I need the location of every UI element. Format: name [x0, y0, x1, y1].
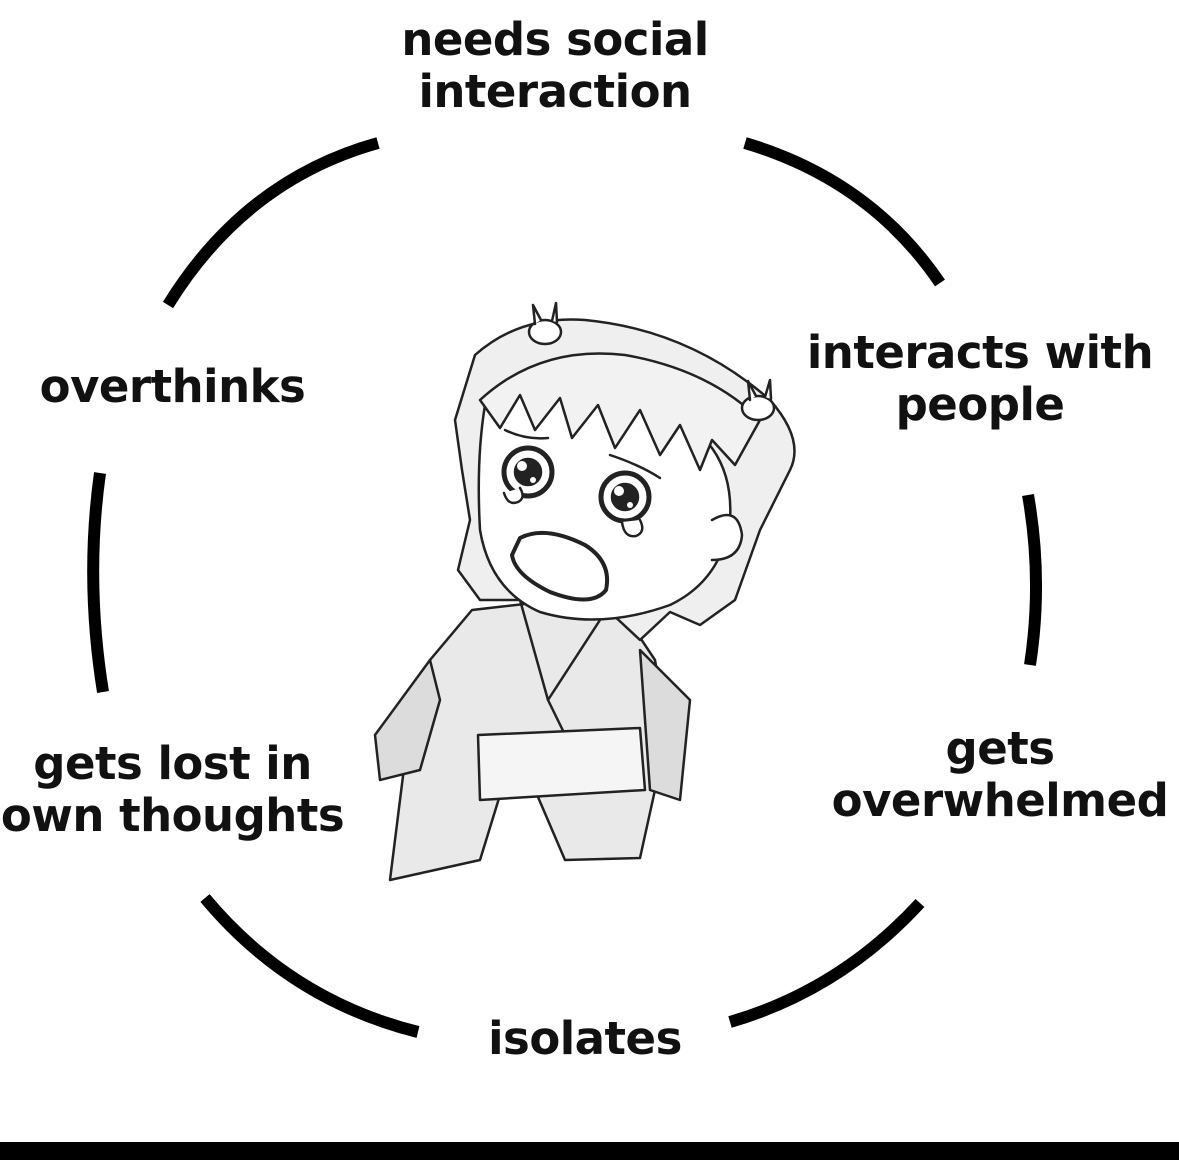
cycle-arcs: [87, 137, 1042, 1038]
step-gets-lost-in-own-thoughts: gets lost in own thoughts: [0, 737, 345, 842]
step-isolates: isolates: [488, 1012, 682, 1065]
bangs: [478, 352, 762, 472]
ear: [710, 513, 744, 562]
right-brow: [608, 453, 662, 480]
arc-top-left: [162, 137, 380, 309]
left-sleeve: [373, 658, 442, 782]
left-brow: [503, 428, 550, 440]
crying-anime-girl-illustration: [373, 301, 796, 882]
step-needs-social-interaction: needs social interaction: [401, 13, 709, 118]
left-eye: [501, 445, 555, 505]
right-eye: [598, 470, 652, 538]
step-gets-overwhelmed: gets overwhelmed: [831, 722, 1169, 827]
bunny-hair-clip-left: [527, 301, 563, 346]
arc-bottom-right: [728, 898, 925, 1028]
arc-bottom-left: [200, 894, 420, 1038]
step-interacts-with-people: interacts with people: [806, 326, 1154, 431]
step-overthinks: overthinks: [39, 360, 306, 413]
bottom-bar: [0, 1142, 1179, 1160]
arc-left: [87, 472, 109, 693]
arc-top-right: [743, 137, 945, 287]
arc-right: [1022, 493, 1042, 666]
right-sleeve: [638, 648, 692, 802]
crying-mouth: [510, 530, 609, 602]
obi-belt: [476, 726, 647, 802]
bunny-hair-clip-right: [740, 378, 776, 422]
